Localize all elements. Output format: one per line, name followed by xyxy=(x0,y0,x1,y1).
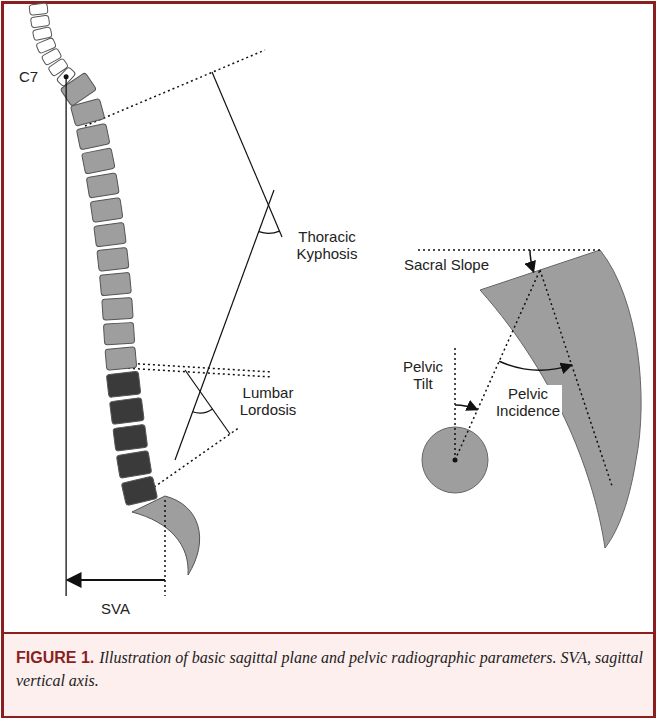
angle-label: Pelvic Tilt xyxy=(396,358,450,392)
thoracic-vertebra xyxy=(82,148,115,174)
hip-axis-line xyxy=(455,270,540,460)
angle-arc xyxy=(259,231,280,233)
thoracic-vertebra xyxy=(90,198,123,223)
lumbar-vertebra xyxy=(106,371,140,397)
caption-block: FIGURE 1.Illustration of basic sagittal … xyxy=(16,646,644,692)
angle-arrow xyxy=(530,250,534,272)
vertebra-label: C7 xyxy=(18,68,39,85)
pelvis-shape xyxy=(480,250,641,548)
sva-reference-line xyxy=(164,500,166,596)
t1-endplate-line xyxy=(85,50,265,126)
thoracic-vertebra xyxy=(86,173,119,198)
caption-band xyxy=(4,632,653,716)
horizontal-line xyxy=(418,249,600,251)
endplate-perpendicular xyxy=(540,270,612,486)
angle-label: Lumbar Lordosis xyxy=(236,384,300,418)
s1-endplate-line xyxy=(150,427,240,490)
cervical-vertebra xyxy=(30,15,49,28)
femoral-head xyxy=(422,427,488,493)
thoracic-vertebra xyxy=(97,247,129,271)
lumbar-vertebra xyxy=(113,424,148,451)
thoracic-vertebra xyxy=(76,123,110,149)
sva-arrow xyxy=(67,579,165,581)
thoracic-vertebra xyxy=(102,298,133,321)
thoracic-vertebra xyxy=(94,222,126,246)
plumb-line xyxy=(65,77,66,596)
angle-arrow xyxy=(455,405,477,410)
axis-label: SVA xyxy=(100,600,131,617)
lumbar-vertebra xyxy=(110,398,145,425)
lumbar-vertebra xyxy=(121,476,157,505)
hip-center xyxy=(453,458,458,463)
sacrum xyxy=(132,496,200,575)
perpendicular-line xyxy=(185,370,230,434)
perpendicular-line xyxy=(212,72,282,237)
angle-label: Thoracic Kyphosis xyxy=(290,228,364,262)
cervical-vertebra xyxy=(29,3,48,15)
caption: Illustration of basic sagittal plane and… xyxy=(16,649,643,689)
figure-number: FIGURE 1. xyxy=(16,649,94,666)
vertical-line xyxy=(454,345,456,460)
angle-label: Sacral Slope xyxy=(403,256,490,273)
angle-label: Pelvic Incidence xyxy=(494,385,562,419)
thoracic-vertebra xyxy=(105,347,137,370)
thoracic-vertebra xyxy=(70,98,104,126)
angle-arc xyxy=(193,409,213,413)
perpendicular-line xyxy=(175,190,274,460)
thoracic-vertebra xyxy=(103,322,134,345)
c7-dot xyxy=(64,74,69,79)
thoracic-vertebra xyxy=(100,272,132,295)
angle-arrow xyxy=(499,361,571,370)
lumbar-vertebra xyxy=(116,451,151,479)
